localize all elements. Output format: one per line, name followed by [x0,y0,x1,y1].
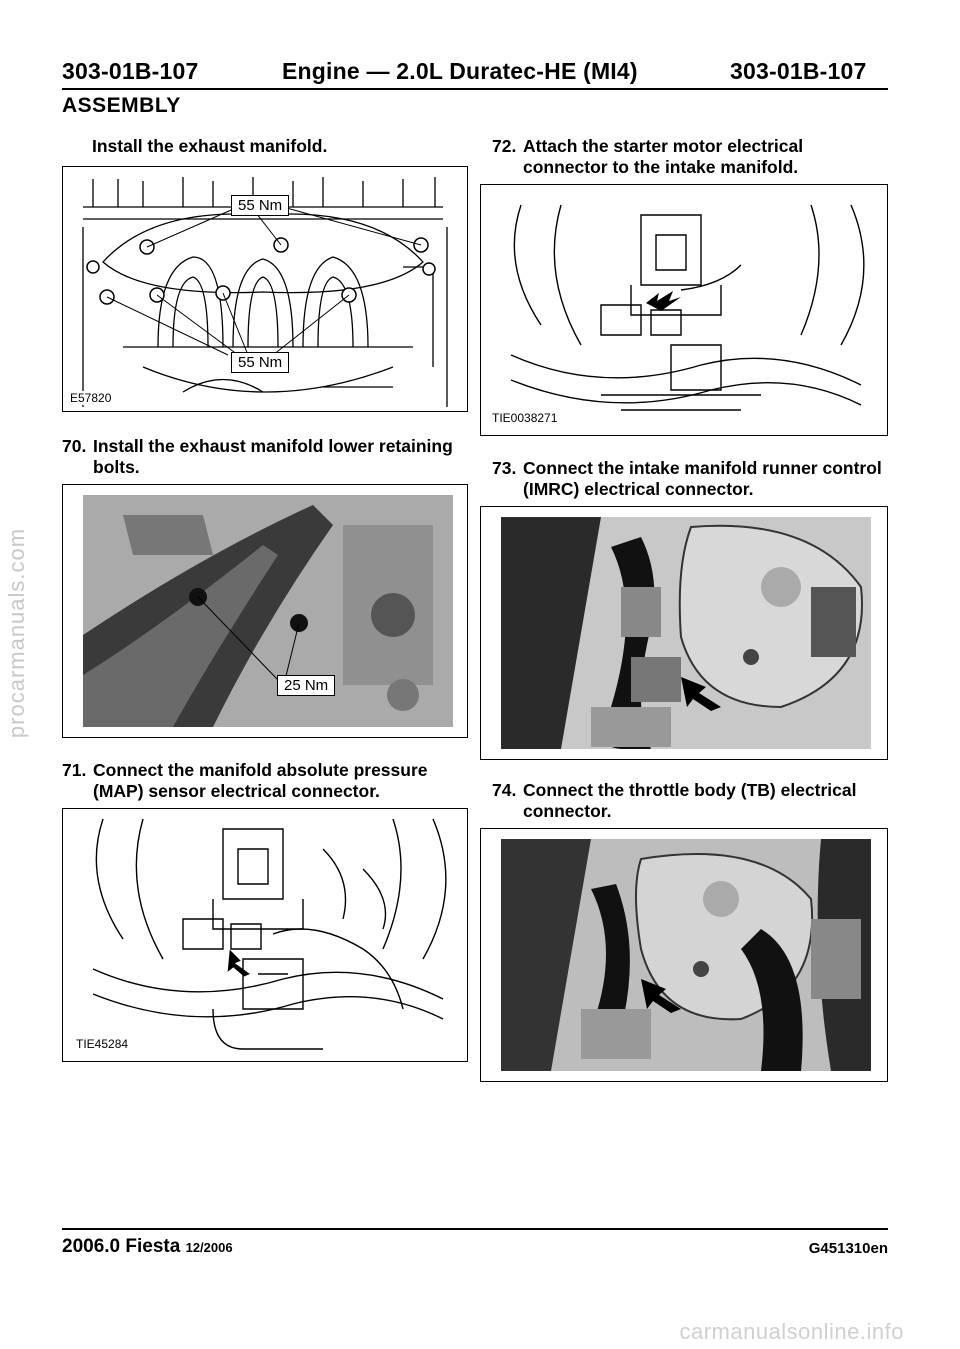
figure-id: TIE45284 [73,1037,132,1051]
torque-label: 25 Nm [277,675,336,696]
exhaust-manifold-drawing [82,177,448,407]
footer-date: 12/2006 [185,1240,233,1255]
page-code-right: 303-01B-107 [730,58,867,84]
footer-model: 2006.0 Fiesta 12/2006 [62,1236,233,1258]
step-70-number: 70. [62,436,87,456]
footer-model-name: 2006.0 Fiesta [62,1236,181,1257]
step-70-text: Install the exhaust manifold lower retai… [93,436,453,477]
step-71-number: 71. [62,760,87,780]
figure-id: TIE0038271 [489,411,561,425]
header-rule [62,88,888,90]
figure-imrc-connector [480,506,888,760]
step-72-number: 72. [492,136,517,156]
page-code-left: 303-01B-107 [62,58,199,84]
figure-id: E57820 [67,391,115,405]
torque-label-top: 55 Nm [231,195,290,216]
page-title: Engine — 2.0L Duratec-HE (MI4) [282,58,638,84]
imrc-photo [501,517,871,749]
step-73-text: Connect the intake manifold runner contr… [523,458,882,499]
step-69: Install the exhaust manifold. [92,136,452,157]
section-heading: ASSEMBLY [62,94,181,117]
figure-lower-retaining-bolts: 25 Nm [62,484,468,738]
footer-doc-id: G451310en [808,1240,888,1257]
step-71-text: Connect the manifold absolute pressure (… [93,760,428,801]
step-74-number: 74. [492,780,517,800]
throttle-body-photo [501,839,871,1071]
figure-starter-motor-connector: TIE0038271 [480,184,888,436]
step-71: 71. Connect the manifold absolute pressu… [62,760,462,802]
footer-rule [62,1228,888,1230]
step-74: 74. Connect the throttle body (TB) elect… [492,780,892,822]
map-sensor-drawing [92,818,447,1050]
starter-connector-drawing [510,204,865,411]
watermark-bottom: carmanualsonline.info [679,1319,904,1344]
figure-throttle-body-connector [480,828,888,1082]
torque-label-bottom: 55 Nm [231,352,290,373]
step-72-text: Attach the starter motor electrical conn… [523,136,804,177]
step-70: 70. Install the exhaust manifold lower r… [62,436,462,478]
figure-exhaust-manifold: 55 Nm 55 Nm E57820 [62,166,468,412]
step-73: 73. Connect the intake manifold runner c… [492,458,892,500]
watermark-side: procarmanuals.com [4,527,30,739]
lower-bolts-photo [83,495,453,727]
step-69-text: Install the exhaust manifold. [92,136,328,156]
figure-map-sensor-connector: TIE45284 [62,808,468,1062]
step-72: 72. Attach the starter motor electrical … [492,136,892,178]
step-74-text: Connect the throttle body (TB) electrica… [523,780,857,821]
step-73-number: 73. [492,458,517,478]
